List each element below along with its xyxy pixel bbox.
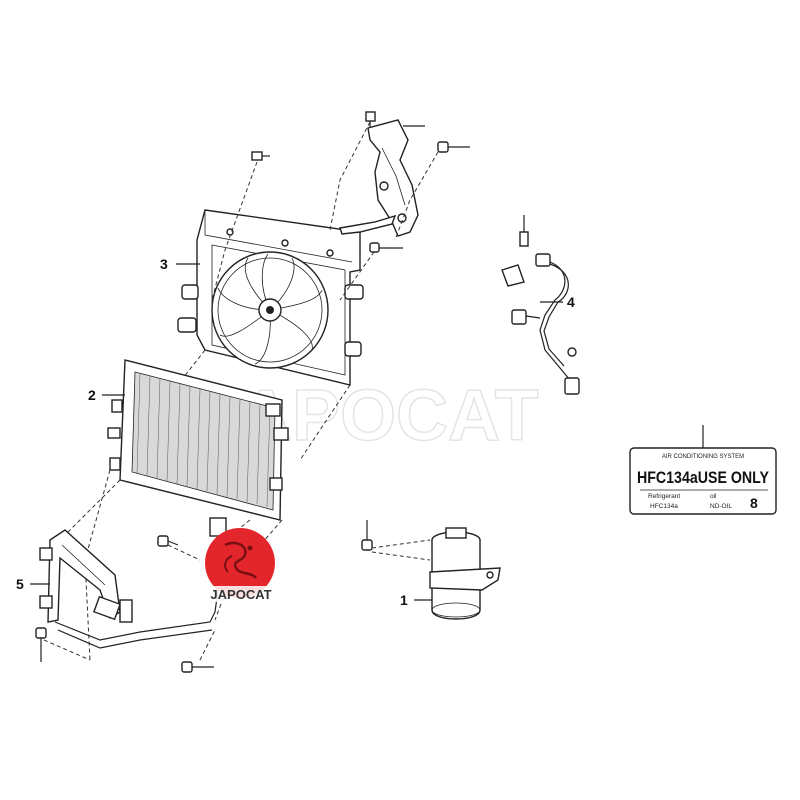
bolt-lower-left bbox=[35, 627, 47, 662]
wiring-harness[interactable] bbox=[501, 215, 580, 395]
callout-2: 2 bbox=[88, 387, 96, 403]
upper-mounting-bracket[interactable] bbox=[339, 119, 419, 237]
callout-1: 1 bbox=[400, 592, 408, 608]
label-oil-title: oil bbox=[710, 493, 717, 500]
condenser[interactable] bbox=[107, 359, 289, 521]
bolt-top-left bbox=[251, 151, 270, 161]
bolt-lower-bottom bbox=[181, 661, 214, 673]
bolt-top-center bbox=[365, 111, 376, 128]
label-main: HFC134aUSE ONLY bbox=[637, 468, 770, 487]
label-header: AIR CONDITIONING SYSTEM bbox=[662, 454, 744, 460]
logo-circle bbox=[205, 528, 275, 598]
callout-5: 5 bbox=[16, 576, 24, 592]
lower-bracket-pipes[interactable] bbox=[39, 517, 227, 649]
condenser-fins bbox=[136, 372, 271, 508]
bolt-lower-center bbox=[157, 535, 179, 547]
logo-text: JAPOCAT bbox=[210, 587, 271, 602]
callout-4: 4 bbox=[567, 294, 575, 310]
callout-leaders bbox=[30, 125, 704, 601]
fan-shroud-assembly[interactable] bbox=[177, 209, 364, 386]
callout-3: 3 bbox=[160, 256, 168, 272]
receiver-drier[interactable] bbox=[361, 520, 501, 620]
japocat-logo: JAPOCAT bbox=[203, 528, 279, 602]
label-refrigerant-title: Refrigerant bbox=[648, 493, 680, 500]
label-oil-number: 8 bbox=[750, 495, 758, 511]
ac-refrigerant-label: AIR CONDITIONING SYSTEM HFC134aUSE ONLY … bbox=[629, 447, 777, 515]
label-refrigerant-value: HFC134a bbox=[650, 503, 678, 510]
bolt-mid bbox=[369, 242, 403, 253]
bolt-top-right bbox=[437, 141, 470, 153]
label-oil-value: ND-OIL bbox=[710, 503, 732, 510]
